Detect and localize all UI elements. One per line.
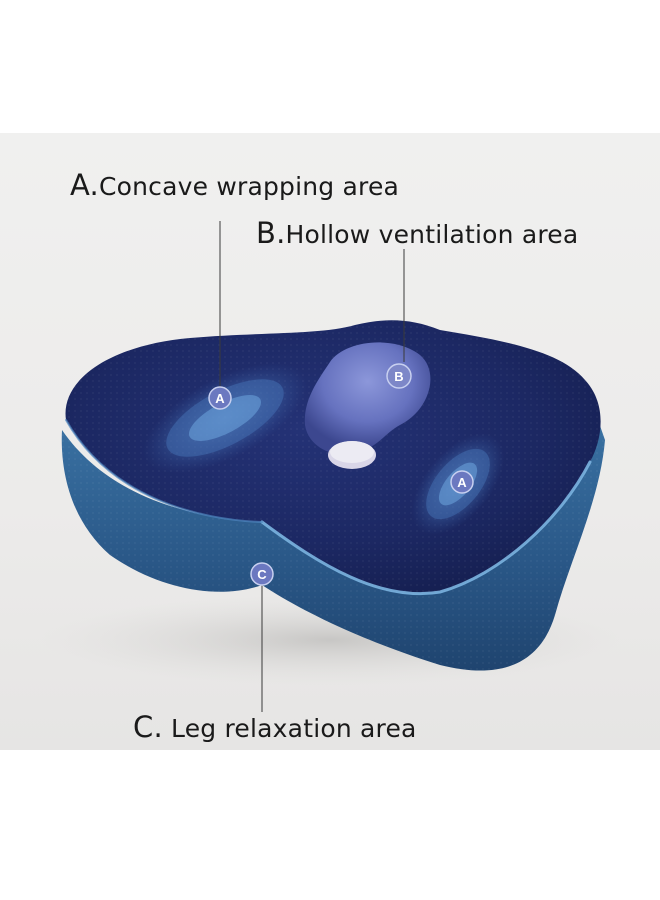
marker-b-label: B <box>394 369 403 384</box>
callout-b-text: Hollow ventilation area <box>285 220 579 249</box>
callout-c-letter: C. <box>133 710 163 744</box>
marker-a-right: A <box>450 470 474 494</box>
callout-leg-relaxation-area: C. Leg relaxation area <box>133 710 417 744</box>
marker-a-right-label: A <box>457 475 467 490</box>
concave-zone-left <box>143 362 307 474</box>
cushion-piping-edge <box>260 460 592 596</box>
marker-a-left: A <box>208 386 232 410</box>
marker-c: C <box>250 562 274 586</box>
callout-concave-wrapping-area: A.Concave wrapping area <box>70 168 399 202</box>
callout-c-text: Leg relaxation area <box>162 714 417 743</box>
callout-hollow-ventilation-area: B.Hollow ventilation area <box>256 216 578 250</box>
callout-a-letter: A. <box>70 168 99 202</box>
marker-a-left-label: A <box>215 391 225 406</box>
callout-a-text: Concave wrapping area <box>98 172 400 201</box>
marker-c-label: C <box>257 567 267 582</box>
marker-b: B <box>386 363 412 389</box>
callout-b-letter: B. <box>256 216 286 250</box>
